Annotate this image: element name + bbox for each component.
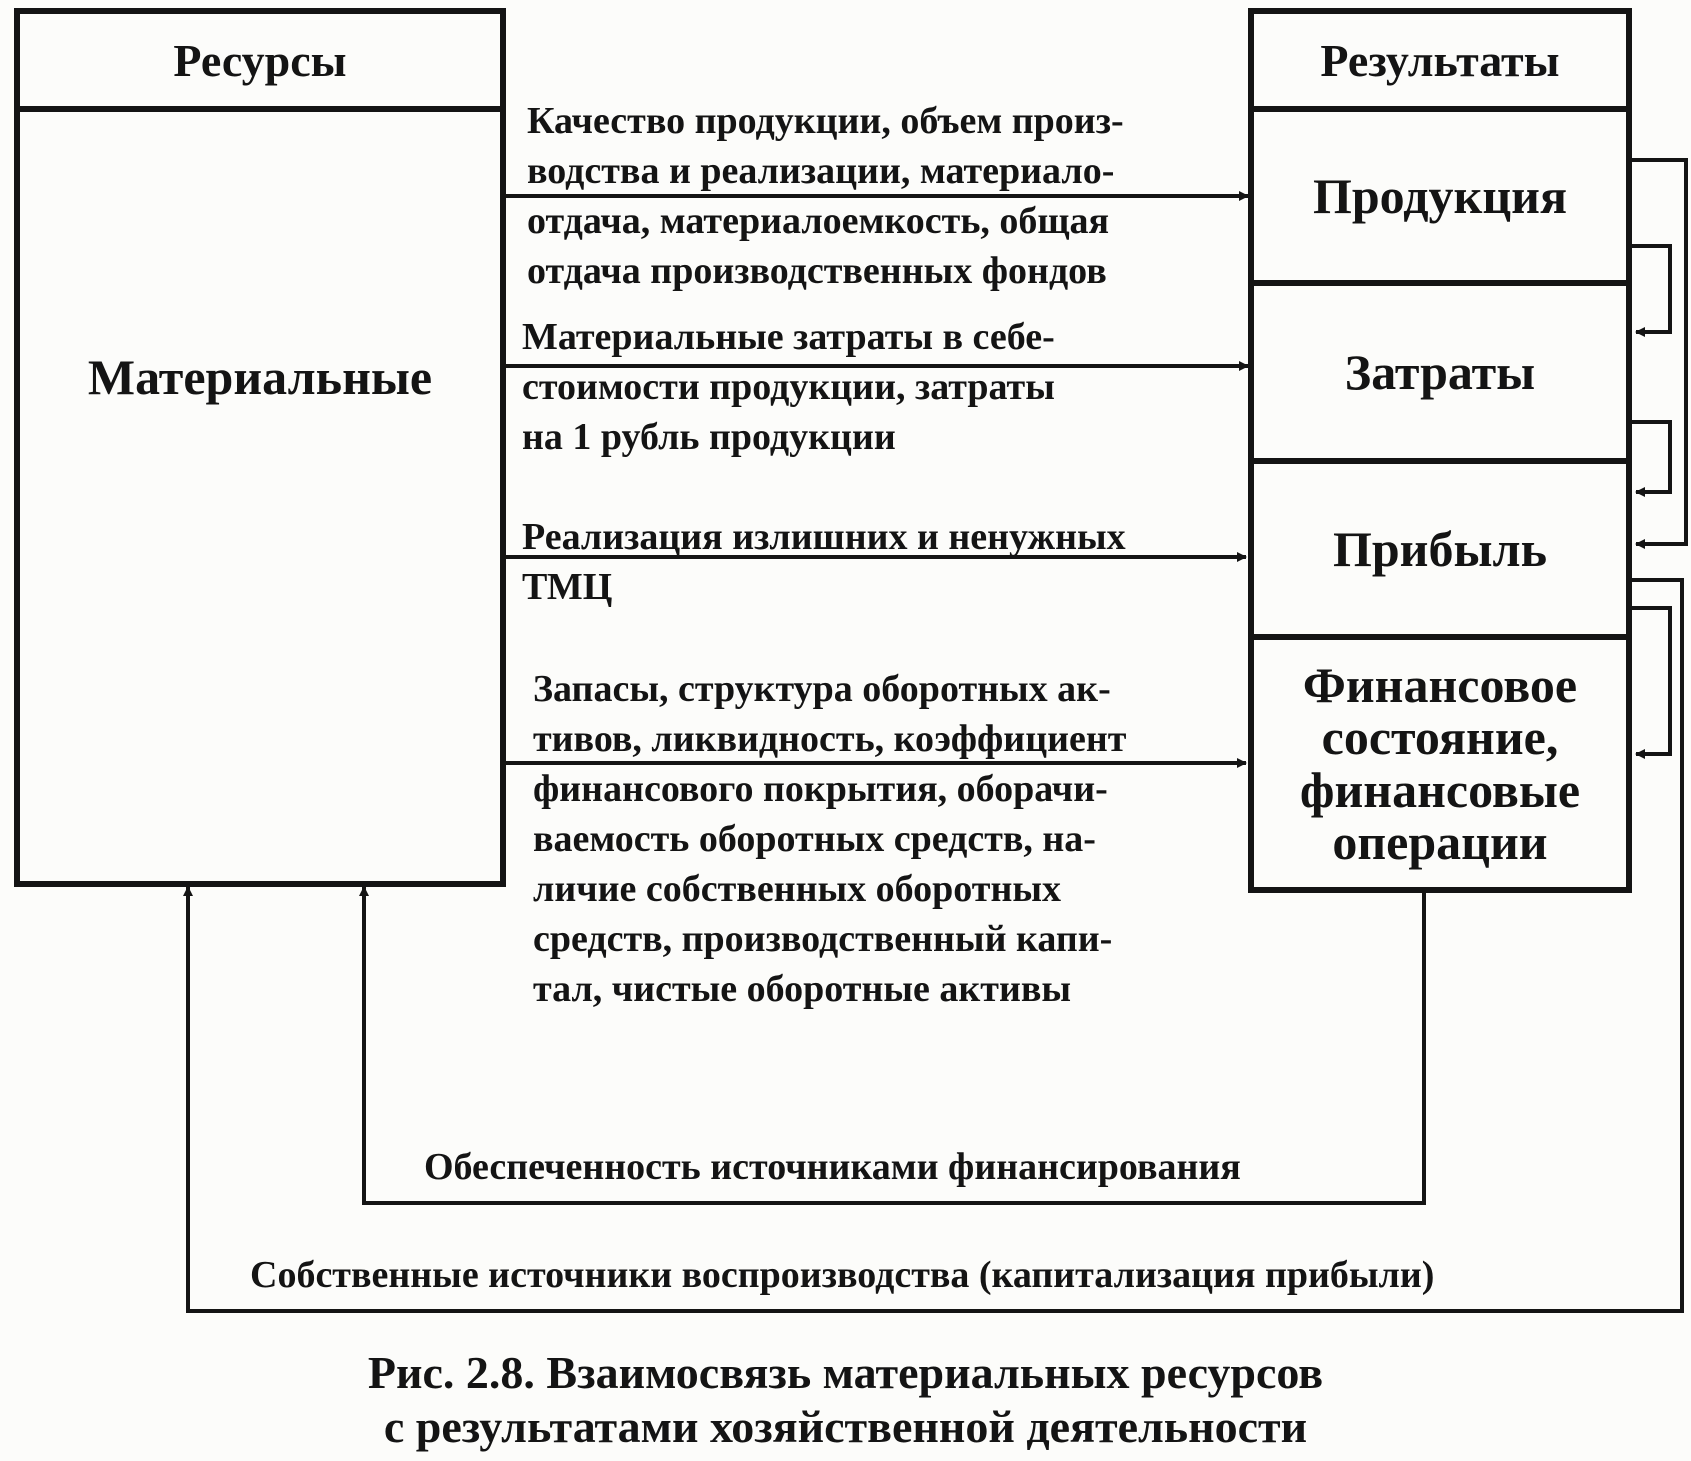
results-header: Результаты (1248, 8, 1632, 112)
results-item-profit: Прибыль (1248, 458, 1632, 640)
resources-header: Ресурсы (14, 8, 506, 112)
feedback-financing-label: Обеспеченность источниками финансировани… (424, 1146, 1241, 1188)
figure-caption-line-1: Рис. 2.8. Взаимосвязь материальных ресур… (367, 1347, 1324, 1398)
results-item-product: Продукция (1248, 106, 1632, 286)
link-label-product: Качество продукции, объем произ- водства… (527, 100, 1124, 292)
results-item-financial-text: Финансовое состояние, финансовые операци… (1299, 656, 1581, 870)
bracket-product-profit (1630, 158, 1688, 549)
results-item-costs-text: Затраты (1344, 344, 1536, 400)
loop-financing (359, 886, 1426, 1205)
resources-box: Материальные (14, 106, 506, 887)
link-label-costs: Материальные затраты в себе- стоимости п… (522, 316, 1055, 458)
loop-own-sources (183, 578, 1684, 1313)
link-label-profit: Реализация излишних и ненужных ТМЦ (522, 516, 1126, 608)
results-item-costs: Затраты (1248, 280, 1632, 464)
figure-caption-line-2: с результатами хозяйственной деятельност… (383, 1401, 1308, 1452)
results-item-financial: Финансовое состояние, финансовые операци… (1248, 634, 1632, 893)
bracket-costs-profit (1630, 420, 1672, 497)
link-label-financial: Запасы, структура оборотных ак- тивов, л… (533, 668, 1127, 1010)
results-item-profit-text: Прибыль (1332, 521, 1548, 577)
bracket-product-costs (1630, 244, 1672, 337)
resources-body-text: Материальные (87, 348, 433, 405)
results-item-product-text: Продукция (1312, 168, 1568, 224)
bracket-profit-financial (1630, 606, 1672, 759)
results-header-text: Результаты (1320, 34, 1560, 86)
resources-header-text: Ресурсы (173, 34, 347, 86)
feedback-own-sources-label: Собственные источники воспроизводства (к… (250, 1254, 1435, 1296)
